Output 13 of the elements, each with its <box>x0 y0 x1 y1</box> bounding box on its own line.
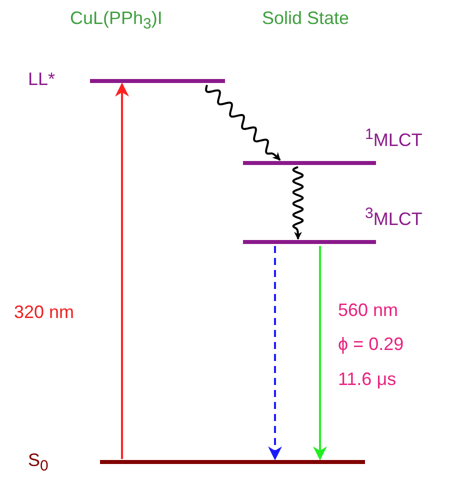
energy-level-label: LL* <box>28 69 56 89</box>
quantum-yield-label: ϕ = 0.29 <box>338 334 404 354</box>
lifetime-label: 11.6 μs <box>338 369 396 389</box>
arrow <box>115 82 129 459</box>
wavy-arrow <box>292 166 304 240</box>
energy-level-label: S$_{0}$ <box>28 450 48 477</box>
arrow <box>313 246 327 460</box>
wavy-arrow <box>205 84 281 161</box>
arrow <box>268 246 282 460</box>
title: CuL(PPh$_{3}$)I <box>70 8 162 35</box>
subtitle: Solid State <box>262 8 350 28</box>
energy-level-label: $^{1}$MLCT <box>365 125 422 150</box>
energy-level-label: $^{3}$MLCT <box>365 204 422 229</box>
